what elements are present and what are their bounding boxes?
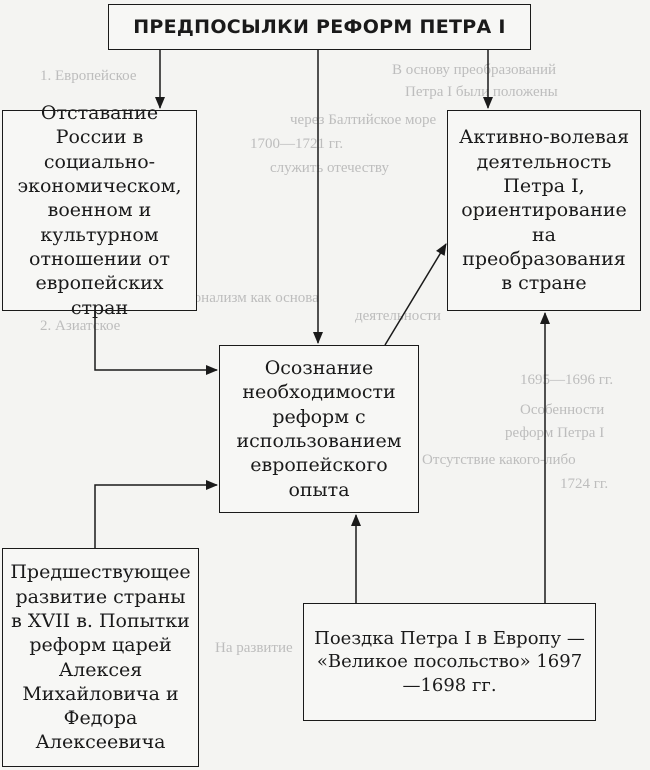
node-text: Отставание России в социально-экономичес… — [17, 102, 182, 319]
node-preceding: Предшествующее развитие страны в XVII в.… — [2, 548, 199, 767]
arrow-lag-to-awareness — [94, 311, 218, 375]
node-lag: Отставание России в социально-экономичес… — [2, 102, 197, 319]
title-text: ПРЕДПОСЫЛКИ РЕФОРМ ПЕТРА I — [133, 15, 506, 38]
node-awareness: Осознание необходимости реформ с использ… — [219, 345, 419, 513]
node-embassy: Поездка Петра I в Европу — «Великое посо… — [303, 603, 596, 721]
node-text: Осознание необходимости реформ с использ… — [236, 357, 402, 501]
arrow-awareness-to-activity — [384, 243, 447, 346]
node-text: Предшествующее развитие страны в XVII в.… — [10, 561, 191, 754]
node-text: Активно-волевая деятельность Петра I, ор… — [458, 126, 630, 295]
diagram-title: ПРЕДПОСЫЛКИ РЕФОРМ ПЕТРА I — [108, 4, 531, 50]
node-text: Поездка Петра I в Европу — «Великое посо… — [314, 628, 585, 696]
node-activity: Активно-волевая деятельность Петра I, ор… — [447, 110, 641, 311]
arrow-preceding-to-awareness — [94, 480, 218, 548]
